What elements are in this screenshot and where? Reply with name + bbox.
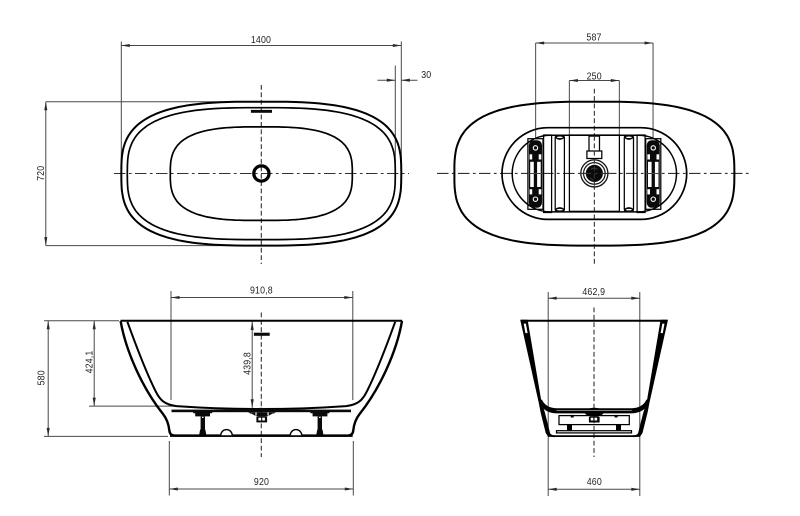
svg-text:424,1: 424,1 (83, 351, 95, 374)
svg-text:250: 250 (587, 70, 602, 82)
svg-text:587: 587 (586, 31, 601, 43)
svg-text:30: 30 (421, 68, 431, 80)
svg-text:720: 720 (35, 166, 47, 181)
svg-text:1400: 1400 (251, 33, 271, 45)
svg-text:580: 580 (35, 370, 47, 385)
svg-text:460: 460 (587, 475, 602, 487)
svg-text:462,9: 462,9 (582, 285, 605, 297)
svg-text:920: 920 (254, 475, 269, 487)
svg-text:910,8: 910,8 (250, 284, 273, 296)
svg-text:439,8: 439,8 (241, 352, 253, 375)
